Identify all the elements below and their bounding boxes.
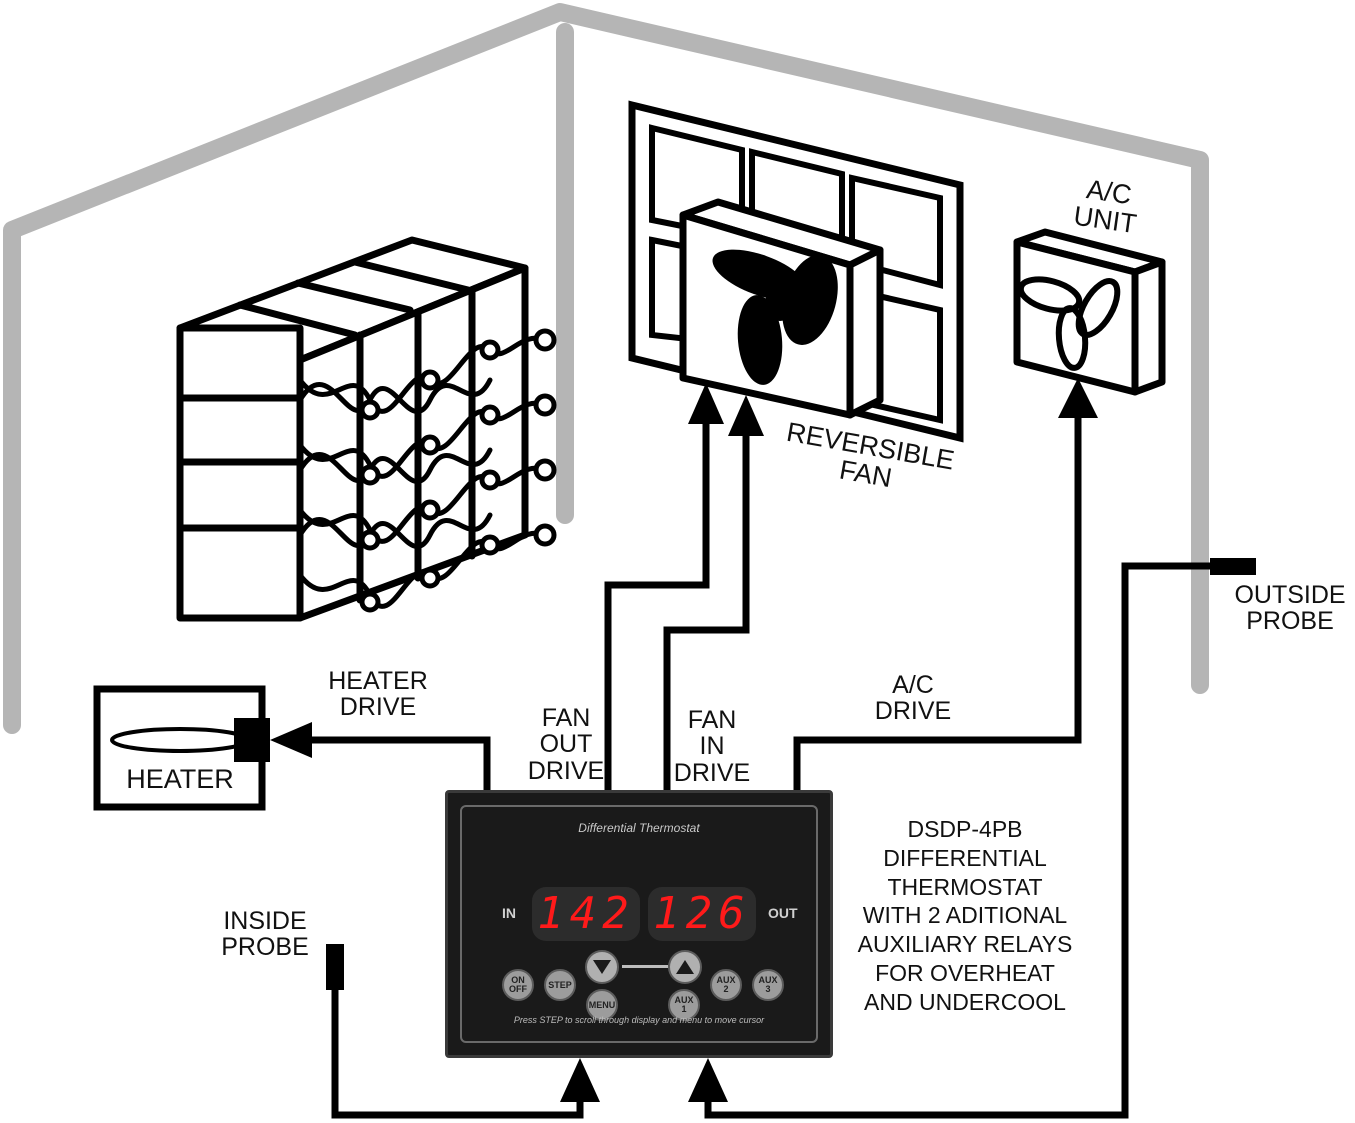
heater-drive-label: HEATER DRIVE	[328, 667, 428, 722]
aux3-button[interactable]: AUX 3	[752, 969, 784, 1001]
outside-probe-icon	[1210, 558, 1256, 575]
thermostat-title: Differential Thermostat	[578, 821, 700, 835]
in-display: 142	[532, 887, 640, 941]
thermostat-bezel: Differential Thermostat IN 142 126 OUT O…	[460, 805, 818, 1043]
arrow-divider	[622, 965, 668, 968]
thermostat-description: DSDP-4PB DIFFERENTIAL THERMOSTAT WITH 2 …	[857, 816, 1073, 1015]
cooling-pad-icon	[176, 236, 557, 622]
arrowheads	[560, 378, 1098, 1102]
menu-button[interactable]: MENU	[586, 989, 618, 1021]
out-display: 126	[648, 887, 756, 941]
inside-probe-icon	[326, 944, 344, 990]
inside-probe-label: INSIDE PROBE	[221, 907, 309, 962]
heater-icon	[93, 685, 312, 811]
aux1-button[interactable]: AUX 1	[668, 989, 700, 1021]
ac-unit-icon	[1013, 228, 1166, 396]
thermostat-footer: Press STEP to scroll through display and…	[513, 1015, 765, 1025]
ac-drive-label: A/C DRIVE	[874, 671, 952, 726]
arrow-down-icon	[593, 960, 611, 974]
fan-in-drive-label: FAN IN DRIVE	[673, 706, 751, 787]
thermostat-panel: Differential Thermostat IN 142 126 OUT O…	[445, 790, 833, 1058]
arrow-up-icon	[676, 960, 694, 974]
up-button[interactable]	[668, 950, 702, 984]
outside-probe-label: OUTSIDE PROBE	[1234, 581, 1346, 636]
fan-out-drive-label: FAN OUT DRIVE	[527, 704, 605, 785]
on-off-button[interactable]: ON OFF	[502, 969, 534, 1001]
down-button[interactable]	[585, 950, 619, 984]
in-label: IN	[502, 905, 516, 921]
out-label: OUT	[768, 905, 798, 921]
building-outline	[3, 3, 1209, 734]
aux2-button[interactable]: AUX 2	[710, 969, 742, 1001]
reversible-fan-icon	[679, 198, 884, 419]
step-button[interactable]: STEP	[544, 969, 576, 1001]
heater-label: HEATER	[126, 764, 234, 794]
ac-unit-label: A/C UNIT	[1071, 174, 1139, 240]
